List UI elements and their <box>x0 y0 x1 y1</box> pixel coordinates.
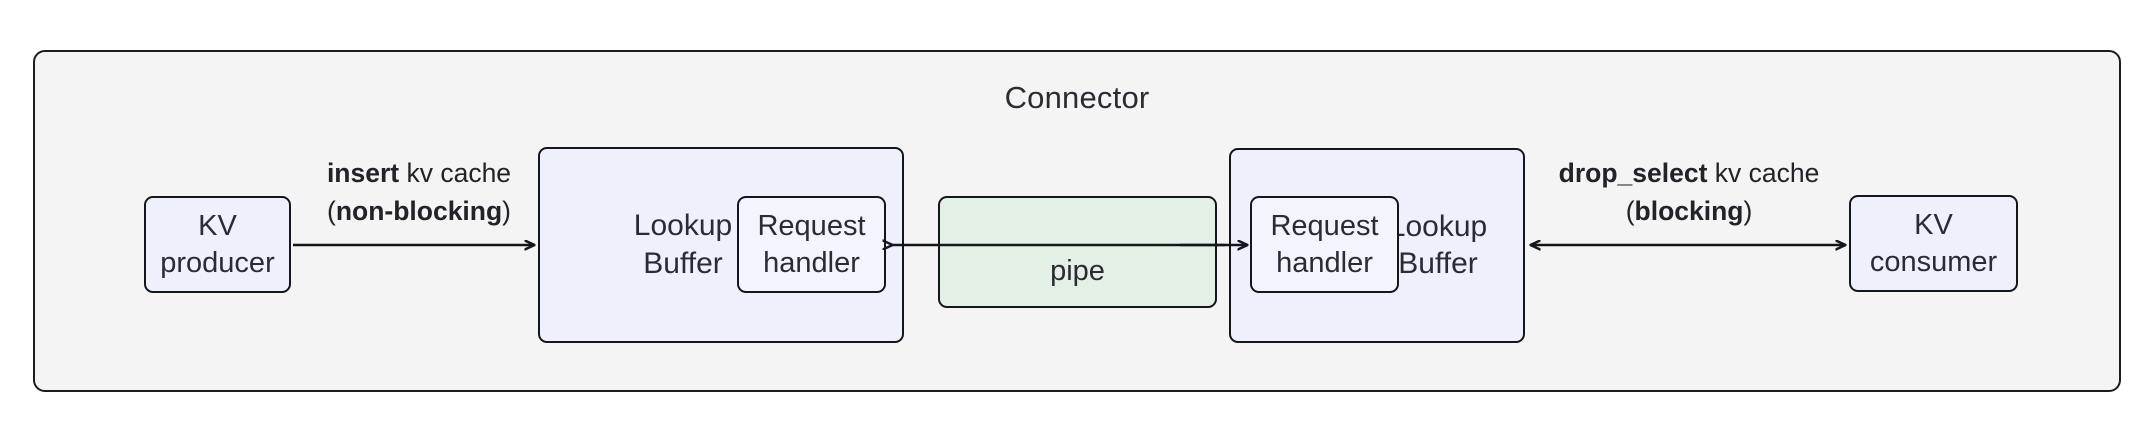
node-kv-producer[interactable]: KV producer <box>144 196 291 293</box>
edge-label-insert-rest: kv cache <box>399 158 512 188</box>
edge-label-insert-paren-open: ( <box>327 195 336 226</box>
node-request-handler-right-label: Request handler <box>1270 209 1379 279</box>
node-kv-consumer-label: KV consumer <box>1869 208 1998 278</box>
node-pipe-label: pipe <box>1050 255 1105 288</box>
edge-label-drop-select-line1: drop_select kv cache <box>1534 155 1844 193</box>
node-kv-consumer[interactable]: KV consumer <box>1849 195 2018 292</box>
node-request-handler-left-label: Request handler <box>757 209 866 279</box>
connector-title: Connector <box>1004 80 1150 115</box>
edge-label-drop-select-mode: blocking <box>1634 195 1744 226</box>
edge-label-drop-select-line2: (blocking) <box>1534 193 1844 231</box>
node-pipe[interactable]: pipe <box>938 196 1217 308</box>
node-lookup-buffer-right-label: Lookup Buffer <box>1388 209 1488 281</box>
edge-label-insert: insert kv cache (non-blocking) <box>294 155 544 230</box>
edge-label-drop-select-keyword: drop_select <box>1558 158 1708 188</box>
edge-label-insert-mode: non-blocking <box>335 195 503 226</box>
edge-label-drop-select-rest: kv cache <box>1707 158 1820 188</box>
edge-label-insert-paren-close: ) <box>502 195 511 226</box>
edge-label-insert-line1: insert kv cache <box>294 155 544 193</box>
node-kv-producer-label: KV producer <box>160 209 275 279</box>
edge-label-insert-keyword: insert <box>326 158 400 188</box>
edge-label-drop-select-paren-close: ) <box>1743 195 1753 226</box>
node-lookup-buffer-left-label: Lookup Buffer <box>633 209 733 280</box>
edge-label-drop-select: drop_select kv cache (blocking) <box>1534 155 1844 230</box>
edge-label-insert-line2: (non-blocking) <box>294 193 544 231</box>
node-request-handler-left[interactable]: Request handler <box>737 196 886 293</box>
edge-label-drop-select-paren-open: ( <box>1625 195 1635 226</box>
node-request-handler-right[interactable]: Request handler <box>1250 196 1399 293</box>
